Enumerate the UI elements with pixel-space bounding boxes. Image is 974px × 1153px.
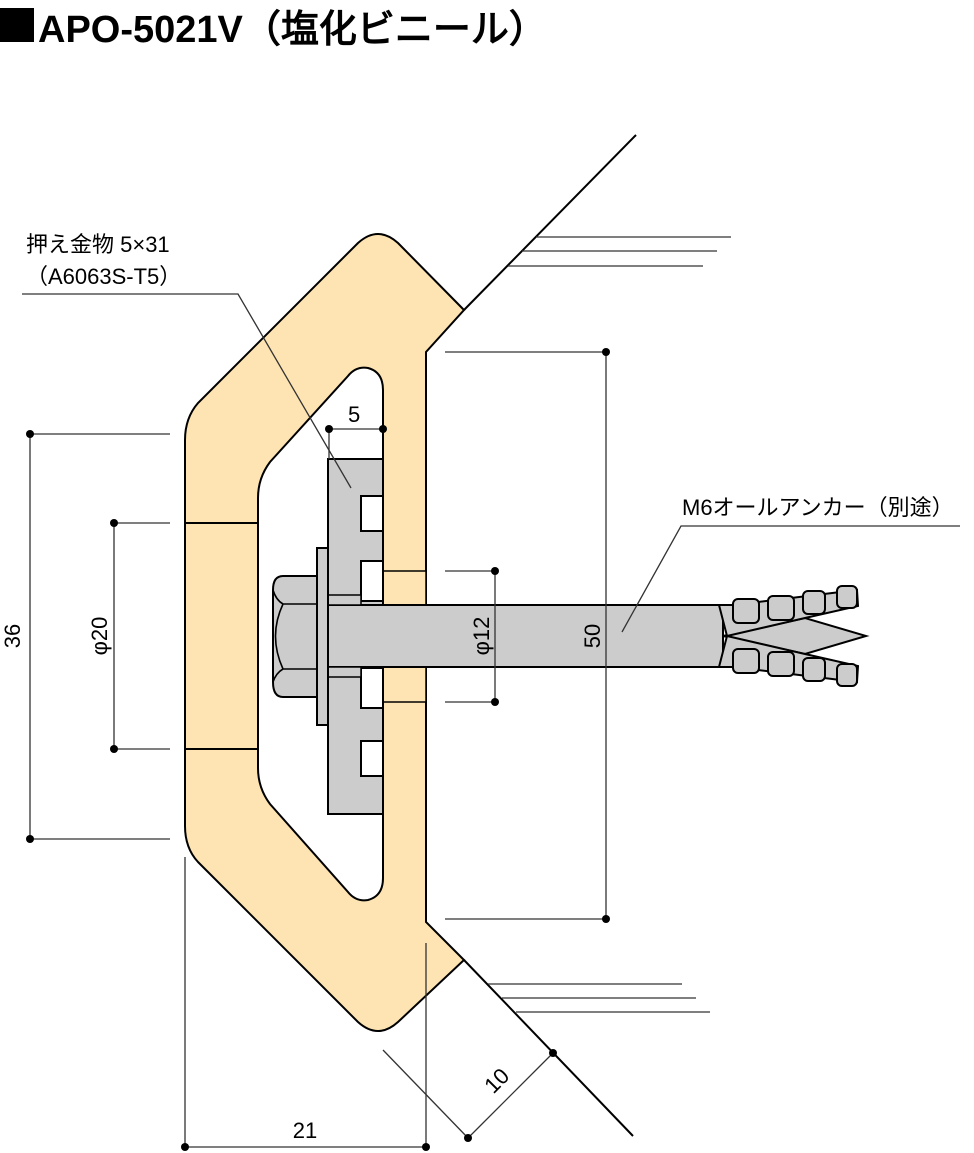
anchor-ridge bbox=[732, 598, 760, 624]
anchor-ridge bbox=[767, 595, 795, 621]
bracket-slot bbox=[360, 740, 384, 777]
anchor-bolt-shaft bbox=[327, 604, 724, 668]
dim-dot bbox=[26, 430, 34, 438]
washer bbox=[316, 547, 329, 726]
bracket-slot bbox=[360, 560, 384, 602]
anchor-expansion bbox=[717, 585, 870, 687]
dim-10-line bbox=[467, 1052, 554, 1139]
dim-dot bbox=[602, 915, 610, 923]
dim-dot bbox=[26, 835, 34, 843]
title-square-icon bbox=[0, 8, 34, 42]
dim-10-ext bbox=[382, 1049, 469, 1139]
bracket-leader-line bbox=[22, 293, 352, 489]
anchor-ridge bbox=[802, 590, 826, 615]
bracket-label-line2: （A6063S-T5） bbox=[26, 264, 181, 289]
anchor-ridge bbox=[767, 651, 795, 677]
dim-dot bbox=[379, 425, 387, 433]
page-title: APO-5021V（塩化ビニール） bbox=[0, 2, 547, 51]
anchor-ridge bbox=[836, 585, 858, 609]
dim-50-label: 50 bbox=[580, 624, 605, 648]
anchor-ridge bbox=[802, 657, 826, 682]
dim-10-label: 10 bbox=[479, 1063, 514, 1098]
dim-dot bbox=[110, 519, 118, 527]
bracket-slot bbox=[360, 495, 384, 532]
anchor-leader-line bbox=[621, 525, 960, 633]
dim-20-label: φ20 bbox=[87, 617, 112, 656]
hex-nut bbox=[272, 575, 318, 698]
dim-dot bbox=[422, 1143, 430, 1151]
wall-upper-line bbox=[463, 134, 637, 311]
dim-dot bbox=[181, 1143, 189, 1151]
bolt-collar bbox=[327, 666, 362, 678]
bolt-collar bbox=[327, 594, 362, 606]
dim-dot bbox=[602, 348, 610, 356]
dim-dot bbox=[464, 1134, 472, 1142]
dim-dot bbox=[491, 567, 499, 575]
dim-dot bbox=[491, 698, 499, 706]
dim-dot bbox=[549, 1049, 557, 1057]
wall-lower-line bbox=[463, 959, 634, 1137]
title-text: APO-5021V（塩化ビニール） bbox=[38, 8, 547, 51]
dim-5-label: 5 bbox=[348, 402, 360, 427]
dim-dot bbox=[110, 745, 118, 753]
bracket-label-line1: 押え金物 5×31 bbox=[26, 232, 170, 257]
dim-36-label: 36 bbox=[0, 624, 25, 648]
hex-nut-edge bbox=[272, 589, 317, 683]
dim-dot bbox=[325, 425, 333, 433]
anchor-ridge bbox=[836, 663, 858, 687]
anchor-ridge bbox=[732, 648, 760, 674]
anchor-label: M6オールアンカー（別途） bbox=[682, 495, 954, 520]
dim-21-label: 21 bbox=[293, 1118, 317, 1143]
dim-12-label: φ12 bbox=[469, 617, 494, 656]
pvc-corner-guard bbox=[184, 233, 466, 1032]
bracket-slot bbox=[360, 667, 384, 709]
